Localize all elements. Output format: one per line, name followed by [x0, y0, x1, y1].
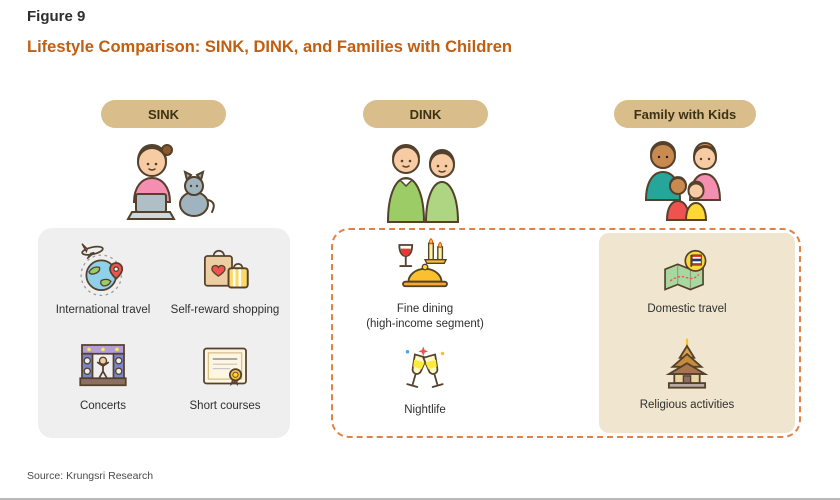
dink-family-shared-panel — [331, 228, 801, 438]
activity-self-reward-shopping: Self-reward shopping — [164, 238, 286, 334]
certificate-icon — [203, 347, 247, 387]
activity-international-travel: International travel — [42, 238, 164, 334]
dink-couple-illustration — [386, 144, 460, 223]
activity-religious-activities: Religious activities — [587, 337, 787, 413]
concert-stage-icon — [79, 344, 127, 387]
globe-plane-icon — [80, 243, 124, 297]
figure-number: Figure 9 — [27, 8, 86, 25]
sink-person-illustration — [126, 143, 215, 220]
activity-label: Domestic travel — [647, 303, 727, 315]
activity-label: Concerts — [79, 400, 127, 412]
source-note: Source: Krungsri Research — [27, 470, 154, 482]
column-header-family: Family with Kids — [614, 100, 756, 128]
activity-label-line2: (high-income segment) — [366, 317, 484, 330]
sink-activities-panel: International travel Self-reward shoppin… — [38, 228, 290, 438]
family-illustration — [644, 141, 722, 221]
column-header-dink: DINK — [363, 100, 488, 128]
activity-label: Nightlife — [404, 404, 446, 416]
activity-label: Religious activities — [639, 399, 735, 411]
activity-label-line1: Fine dining — [396, 303, 454, 315]
champagne-glasses-icon — [405, 346, 445, 388]
activity-domestic-travel: Domestic travel — [587, 245, 787, 317]
column-header-sink: SINK — [101, 100, 226, 128]
activity-label: Short courses — [189, 400, 261, 412]
activity-label: Fine dining (high-income segment) — [366, 302, 484, 332]
fine-dining-icon — [398, 237, 448, 288]
activity-label: Self-reward shopping — [170, 304, 280, 316]
figure-title: Lifestyle Comparison: SINK, DINK, and Fa… — [27, 38, 512, 56]
shopping-bags-icon — [204, 249, 249, 289]
activity-concerts: Concerts — [42, 334, 164, 430]
activity-label: International travel — [55, 304, 151, 316]
activity-short-courses: Short courses — [164, 334, 286, 430]
temple-icon — [665, 338, 709, 389]
activity-fine-dining: Fine dining (high-income segment) — [325, 237, 525, 332]
map-thailand-flag-icon — [664, 249, 707, 291]
activity-nightlife: Nightlife — [325, 344, 525, 418]
